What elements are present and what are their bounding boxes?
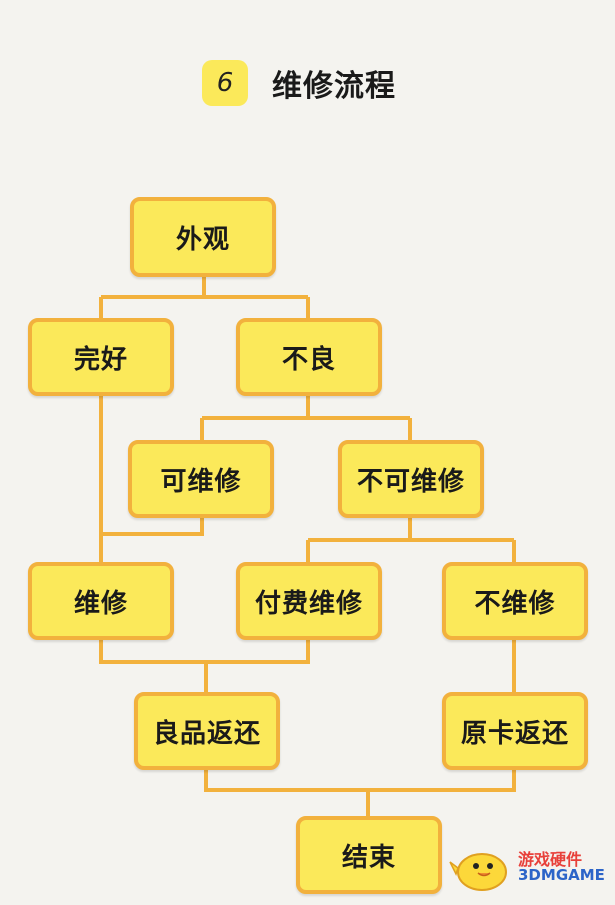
connector-bad-split	[200, 396, 412, 440]
node-no-repair: 不维修	[442, 562, 588, 640]
header: 6 维修流程	[202, 60, 396, 106]
node-return-good: 良品返还	[134, 692, 280, 770]
mascot-duck-icon	[449, 853, 507, 891]
connector-repairable-to-repair	[101, 518, 204, 536]
node-good: 完好	[28, 318, 174, 396]
node-appearance: 外观	[130, 197, 276, 277]
watermark: 游戏硬件 3DMGAME	[448, 842, 608, 894]
step-number-badge: 6	[202, 60, 248, 106]
node-bad: 不良	[236, 318, 382, 396]
node-end: 结束	[296, 816, 442, 894]
node-repair: 维修	[28, 562, 174, 640]
watermark-brand: 游戏硬件	[518, 850, 583, 869]
node-repairable: 可维修	[128, 440, 274, 518]
connector-merge-return-good	[99, 640, 310, 692]
node-unrepairable: 不可维修	[338, 440, 484, 518]
watermark-site: 3DMGAME	[518, 866, 605, 884]
node-return-original: 原卡返还	[442, 692, 588, 770]
connector-appearance-split	[99, 276, 310, 318]
connector-unrepairable-split	[306, 518, 516, 562]
node-paid-repair: 付费维修	[236, 562, 382, 640]
connector-merge-end	[204, 770, 516, 816]
page-title: 维修流程	[272, 69, 396, 104]
